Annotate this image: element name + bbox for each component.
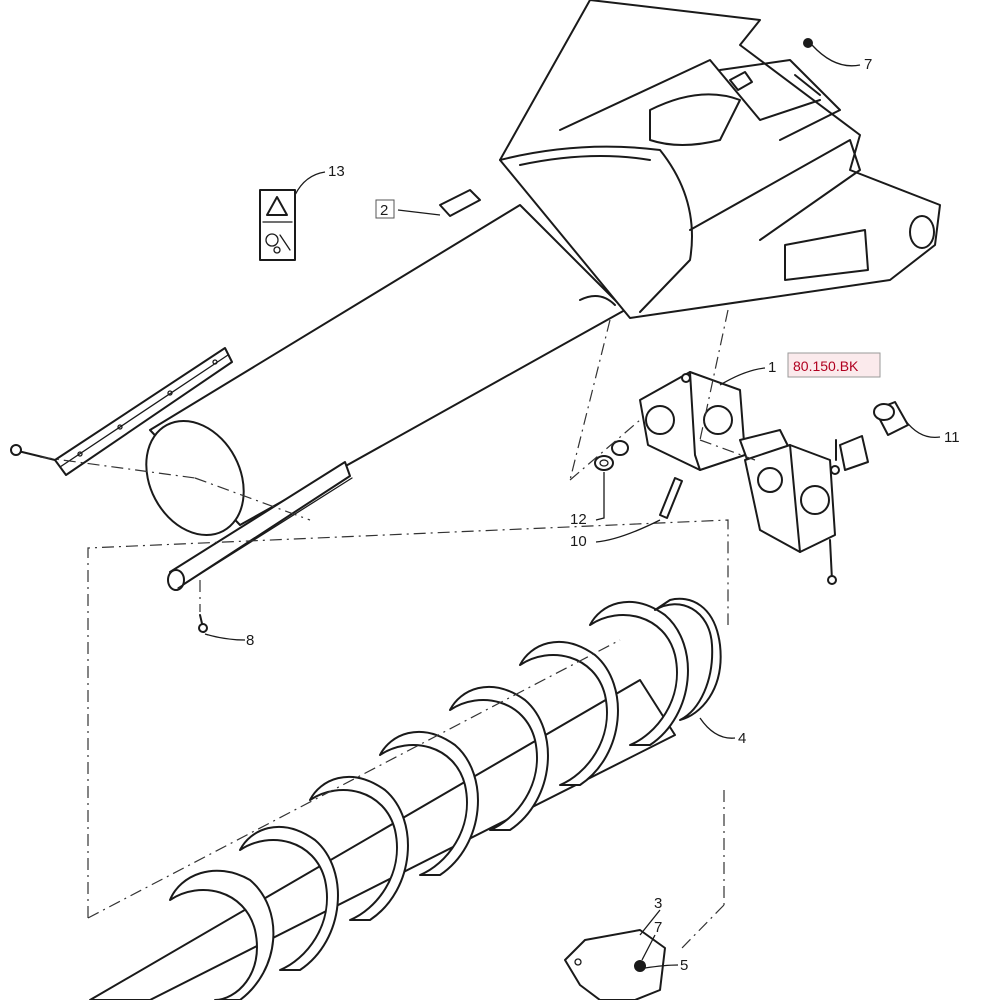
callout-8: 8 (246, 632, 254, 649)
spout-shaft (439, 189, 481, 217)
section-reference-link[interactable]: 80.150.BK (787, 352, 881, 378)
gearbox-long-bolt (659, 477, 683, 519)
callout-12: 12 (570, 511, 587, 528)
callout-4: 4 (738, 730, 746, 747)
channel-strip-lower (167, 461, 353, 591)
leader-lines (204, 44, 941, 969)
section-ref-text[interactable]: 80.150.BK (793, 358, 859, 374)
bushing-11 (873, 401, 909, 436)
callout-3: 3 (654, 895, 662, 912)
gearbox-bottom-bolt (827, 539, 837, 585)
spout-head-housing (499, 0, 941, 319)
callout-11: 11 (944, 429, 960, 446)
gearbox-assembly (639, 371, 869, 553)
callout-1: 1 (768, 359, 776, 376)
safety-decal (259, 189, 296, 261)
boxed-callout-2: 2 (375, 199, 395, 219)
callout-2: 2 (380, 202, 388, 219)
mounting-strip-upper (54, 347, 233, 476)
auger-flighting (89, 597, 722, 1000)
callout-7-bottom: 7 (654, 919, 662, 936)
callout-10: 10 (570, 533, 587, 550)
callout-7-top: 7 (864, 56, 872, 73)
bolt-8 (198, 614, 208, 633)
washer-small (611, 440, 629, 456)
washer-12 (594, 455, 614, 471)
nut-7-top (803, 38, 813, 48)
callout-5: 5 (680, 957, 688, 974)
callout-13: 13 (328, 163, 345, 180)
assembly-lines (39, 309, 756, 951)
support-bracket (564, 929, 666, 1000)
